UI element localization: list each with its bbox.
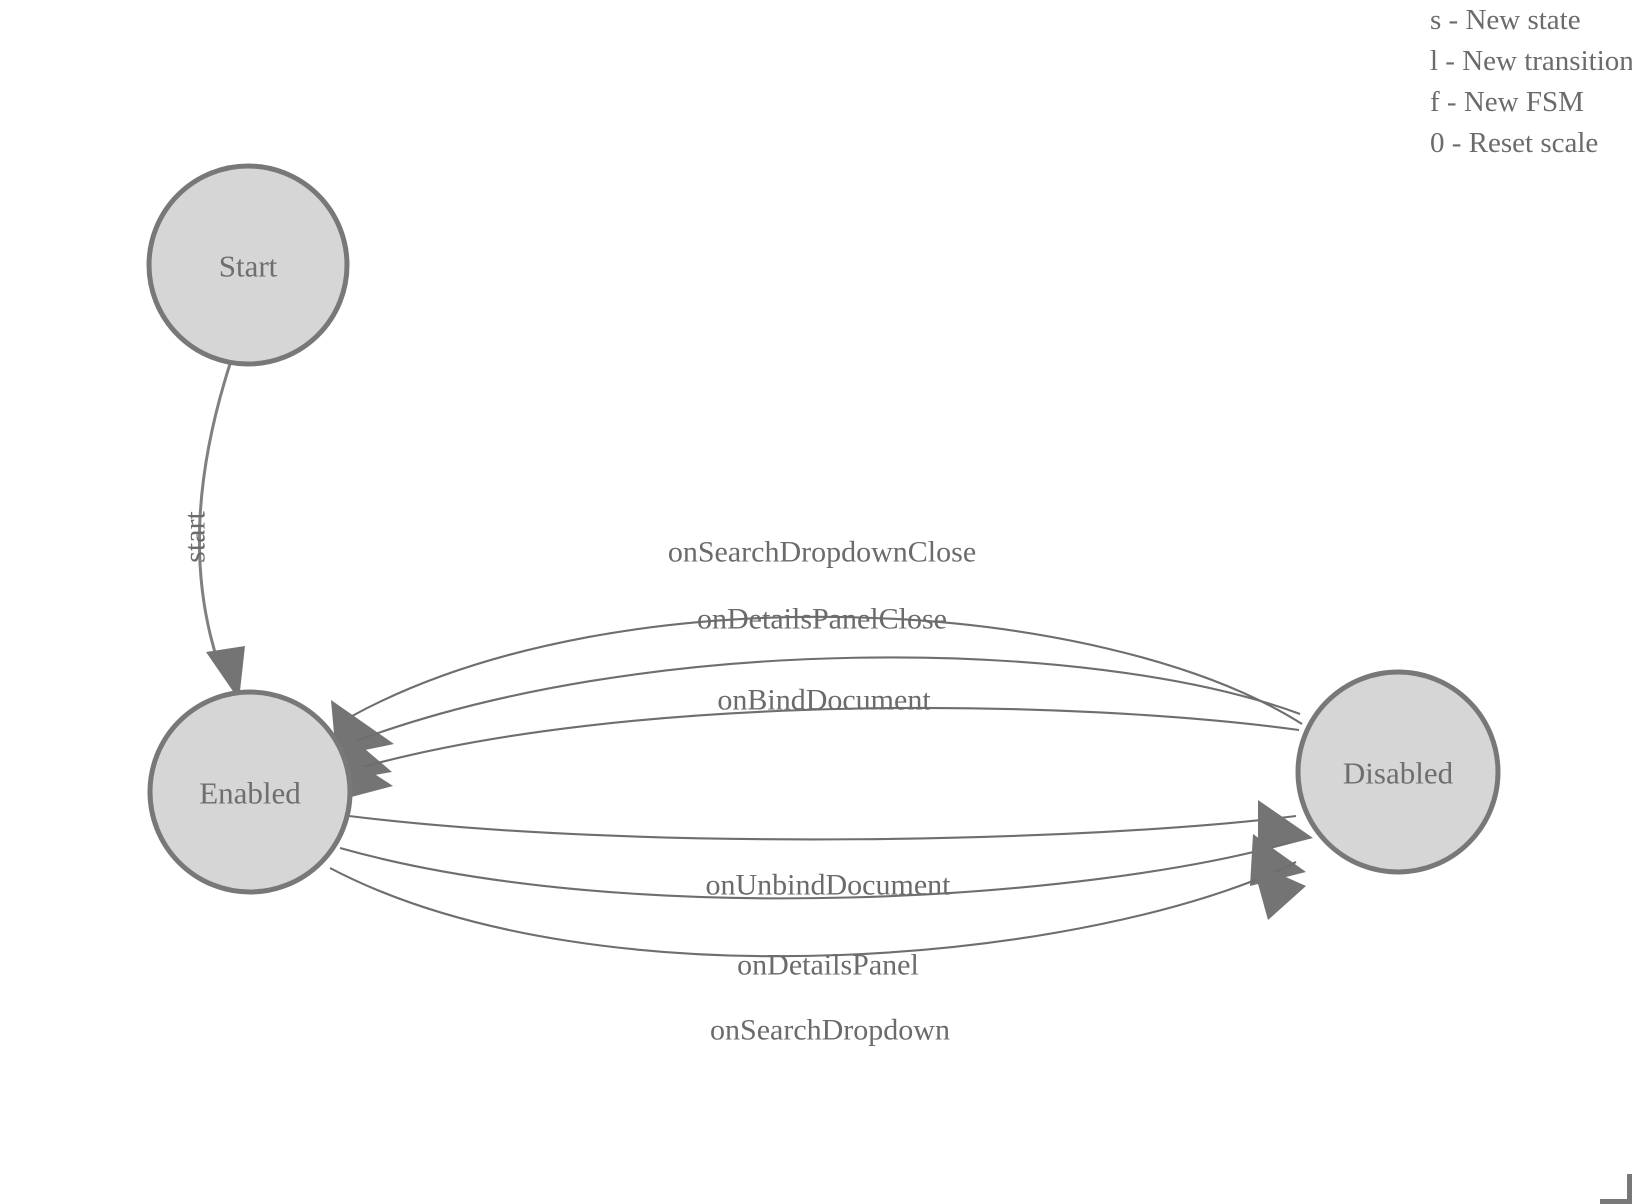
edge-path-t5 <box>339 840 1293 900</box>
edge-path-t1 <box>351 615 1303 725</box>
edge-label-on-bind-document: onBindDocument <box>717 684 931 717</box>
transition-on-search-dropdown[interactable] <box>329 861 1306 958</box>
state-label-disabled: Disabled <box>1343 756 1454 791</box>
state-circle-start <box>146 163 350 367</box>
edge-label-on-search-dropdown-close: onSearchDropdownClose <box>668 536 976 569</box>
transition-on-bind-document[interactable] <box>340 706 1300 800</box>
arrow-head-start <box>206 646 245 700</box>
edge-path-t2 <box>347 656 1301 745</box>
arrow-head-t6 <box>1252 862 1306 920</box>
edge-label-on-unbind-document: onUnbindDocument <box>706 869 952 902</box>
arrow-head-t4 <box>1258 800 1313 852</box>
edge-path-t3 <box>351 706 1300 772</box>
edge-label-on-details-panel-close: onDetailsPanelClose <box>697 603 947 636</box>
edge-path-t4 <box>348 814 1297 841</box>
state-node-enabled[interactable]: Enabled <box>147 689 353 895</box>
state-label-start: Start <box>219 249 278 284</box>
edge-label-on-details-panel: onDetailsPanel <box>737 949 919 982</box>
state-label-enabled: Enabled <box>199 776 301 811</box>
arrow-head-t3 <box>340 754 393 800</box>
state-circle-enabled <box>147 689 353 895</box>
resize-handle-corner[interactable] <box>1600 1174 1632 1204</box>
state-node-disabled[interactable]: Disabled <box>1295 669 1501 875</box>
state-node-start[interactable]: Start <box>146 163 350 367</box>
transition-on-details-panel-close[interactable] <box>334 656 1301 782</box>
transition-start-to-enabled[interactable] <box>197 363 245 700</box>
edge-path-t6 <box>329 861 1297 958</box>
state-circle-disabled <box>1295 669 1501 875</box>
edge-path-start <box>197 363 232 663</box>
edge-label-start: start <box>179 511 212 563</box>
transition-on-unbind-document[interactable] <box>348 800 1313 852</box>
edge-label-on-search-dropdown: onSearchDropdown <box>710 1014 950 1047</box>
